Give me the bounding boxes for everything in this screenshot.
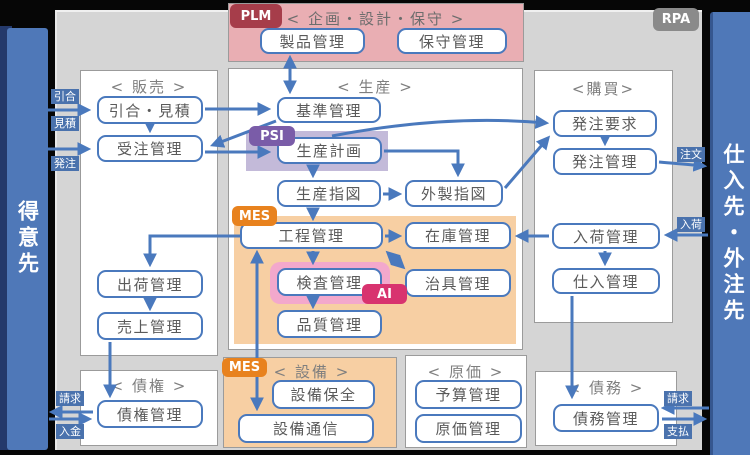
production-title: < 生産 > (337, 78, 414, 96)
psi-badge: PSI (249, 126, 295, 146)
node-purchasing-management: 仕入管理 (552, 268, 660, 294)
flow-label-quote: 見積 (51, 116, 79, 131)
flow-label-order: 発注 (51, 156, 79, 171)
flow-label-payment: 支払 (664, 424, 692, 439)
node-revenue-management: 売上管理 (97, 312, 203, 340)
node-po-request: 発注要求 (553, 110, 657, 137)
flow-label-purchase-order: 注文 (677, 147, 705, 162)
node-sales-order-management: 受注管理 (97, 135, 203, 162)
node-quality-management: 品質管理 (277, 310, 382, 338)
node-jig-management: 治具管理 (405, 269, 511, 297)
node-po-management: 発注管理 (553, 148, 657, 175)
planning-title: < 企画・設計・保守 > (286, 10, 466, 28)
rpa-badge: RPA (653, 8, 699, 31)
plm-badge: PLM (230, 4, 282, 28)
node-standards-management: 基準管理 (277, 97, 381, 123)
sales-title: < 販売 > (110, 78, 188, 96)
node-budget-management: 予算管理 (415, 380, 522, 409)
node-receivable-management: 債権管理 (97, 400, 203, 428)
node-cost-management: 原価管理 (415, 414, 522, 443)
ai-badge: AI (362, 284, 407, 304)
supplier-bar: 仕入先・外注先 (710, 12, 750, 455)
flow-label-receiving: 入荷 (677, 217, 705, 232)
customer-bar: 得意先 (7, 28, 48, 450)
node-payable-management: 債務管理 (553, 404, 659, 432)
node-production-order: 生産指図 (277, 180, 381, 207)
node-maintenance-management: 保守管理 (397, 28, 507, 54)
purchase-title: <購買> (571, 80, 636, 98)
node-outsourcing-order: 外製指図 (405, 180, 503, 207)
mes-badge-equipment: MES (222, 358, 267, 377)
cost-title: < 原価 > (427, 363, 505, 381)
flow-label-invoice-supplier: 請求 (664, 391, 692, 406)
mes-badge-production: MES (232, 206, 277, 226)
flow-label-invoice-customer: 請求 (56, 391, 84, 406)
flow-label-deposit: 入金 (56, 424, 84, 439)
payable-title: < 債務 > (567, 379, 645, 397)
flow-label-inquiry: 引合 (51, 89, 79, 104)
node-facility-maintenance: 設備保全 (272, 380, 375, 409)
node-product-management: 製品管理 (260, 28, 365, 54)
node-inquiry-quote: 引合・見積 (97, 96, 203, 124)
supplier-bar-label: 仕入先・外注先 (721, 142, 745, 325)
node-process-management: 工程管理 (240, 222, 383, 249)
node-shipping-management: 出荷管理 (97, 270, 203, 298)
node-receiving-management: 入荷管理 (552, 223, 660, 249)
customer-bar-label: 得意先 (15, 200, 40, 278)
equipment-title: < 設備 > (273, 363, 351, 381)
node-inventory-management: 在庫管理 (405, 222, 511, 249)
node-facility-communication: 設備通信 (238, 414, 374, 443)
receivable-title: < 債権 > (110, 377, 188, 395)
